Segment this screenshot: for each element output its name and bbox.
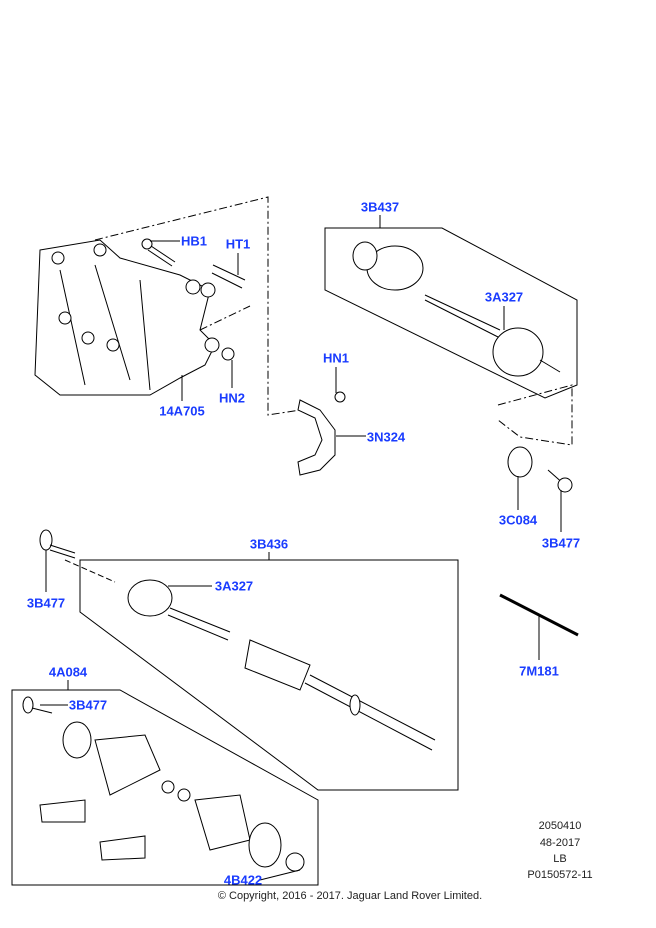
callout-14a705[interactable]: 14A705 [159,403,205,419]
dashed-outline-right [497,384,573,446]
callout-3b437[interactable]: 3B437 [360,199,400,215]
callout-3b477-right[interactable]: 3B477 [541,535,581,551]
callout-ht1[interactable]: HT1 [225,236,251,252]
outline-3b437 [324,227,578,399]
callout-hn1[interactable]: HN1 [322,350,350,366]
note-line-4: P0150572-11 [527,869,593,881]
leader-lines [40,215,562,881]
callout-hn2[interactable]: HN2 [218,390,246,406]
shaft-3b436-drawing [127,579,436,751]
callout-4b422[interactable]: 4B422 [223,872,263,888]
outline-3b436 [79,559,459,791]
note-line-3: LB [553,853,567,865]
note-line-1: 2050410 [538,820,582,832]
outline-4a084 [11,689,319,886]
dashed-shaft-axis [64,559,116,583]
callout-hb1[interactable]: HB1 [180,233,208,249]
callout-3b477-left[interactable]: 3B477 [26,595,66,611]
callout-3b436[interactable]: 3B436 [249,536,289,552]
callout-3a327-lower[interactable]: 3A327 [214,578,254,594]
callout-4a084[interactable]: 4A084 [48,664,88,680]
subframe-bracket-drawing [34,238,246,396]
callout-3b477-kit[interactable]: 3B477 [68,697,108,713]
callout-3a327-upper[interactable]: 3A327 [484,289,524,305]
shaft-3b437-drawing [352,241,561,377]
callout-3n324[interactable]: 3N324 [366,429,406,445]
dashed-outline-bracket [94,196,301,416]
callout-3c084[interactable]: 3C084 [498,512,538,528]
callout-7m181[interactable]: 7M181 [519,663,559,679]
bracket-3n324-drawing [297,399,336,476]
boot-kit-drawing [22,696,305,872]
copyright: © Copyright, 2016 - 2017. Jaguar Land Ro… [217,890,483,902]
note-line-2: 48-2017 [539,837,581,849]
